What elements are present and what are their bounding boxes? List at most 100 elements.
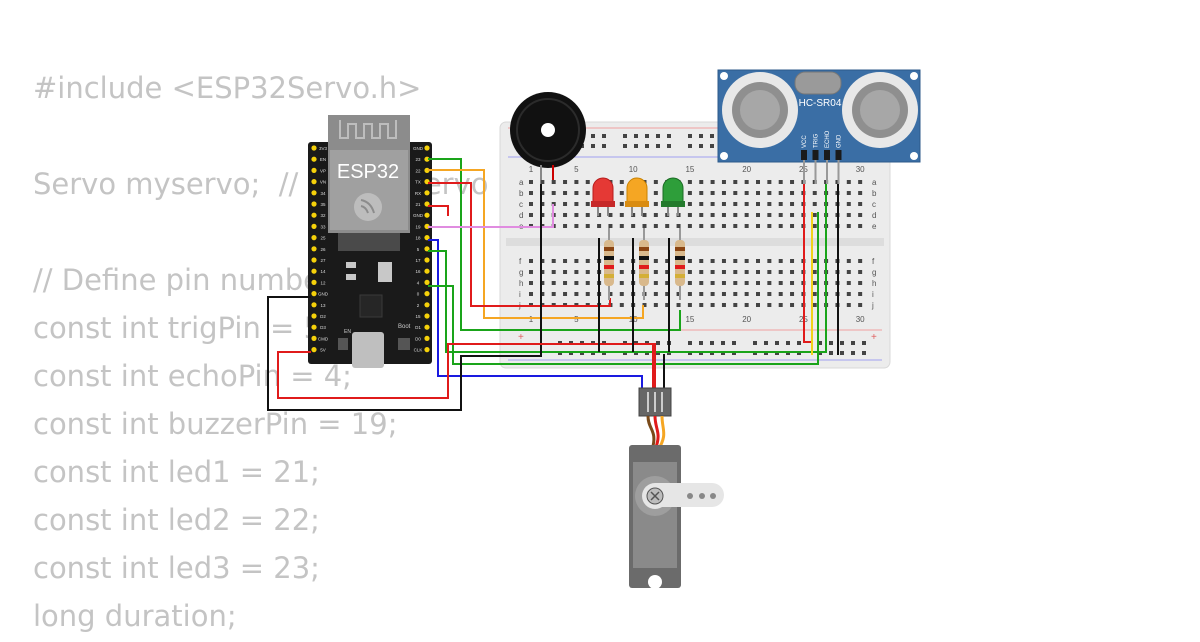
breadboard-hole[interactable]: [767, 281, 772, 285]
breadboard-hole[interactable]: [756, 292, 760, 296]
rail-hole[interactable]: [851, 341, 855, 345]
breadboard-hole[interactable]: [574, 202, 579, 206]
breadboard-hole[interactable]: [767, 224, 772, 228]
breadboard-hole[interactable]: [653, 259, 658, 263]
breadboard-hole[interactable]: [778, 213, 783, 217]
esp32-pin[interactable]: [424, 156, 430, 162]
esp32-pin[interactable]: [424, 235, 430, 241]
breadboard-hole[interactable]: [790, 270, 795, 274]
breadboard-hole[interactable]: [563, 180, 568, 184]
breadboard-hole[interactable]: [687, 303, 692, 307]
breadboard-hole[interactable]: [756, 270, 760, 274]
breadboard-hole[interactable]: [631, 213, 636, 217]
breadboard-hole[interactable]: [540, 281, 545, 285]
breadboard-hole[interactable]: [619, 270, 624, 274]
esp32-pin[interactable]: [311, 145, 317, 151]
breadboard-hole[interactable]: [733, 259, 738, 263]
breadboard-hole[interactable]: [744, 202, 749, 206]
breadboard-hole[interactable]: [721, 303, 726, 307]
breadboard-hole[interactable]: [631, 224, 636, 228]
breadboard-hole[interactable]: [756, 224, 760, 228]
breadboard-hole[interactable]: [756, 303, 760, 307]
esp32-pin[interactable]: [311, 201, 317, 207]
esp32-pin[interactable]: [311, 246, 317, 252]
breadboard-hole[interactable]: [721, 292, 726, 296]
breadboard-hole[interactable]: [699, 191, 704, 195]
rail-hole[interactable]: [699, 134, 703, 138]
breadboard-hole[interactable]: [540, 213, 545, 217]
breadboard-hole[interactable]: [619, 202, 624, 206]
esp32-pin[interactable]: [424, 279, 430, 285]
breadboard-hole[interactable]: [767, 259, 772, 263]
rail-hole[interactable]: [840, 341, 844, 345]
esp32-pin[interactable]: [311, 235, 317, 241]
breadboard-hole[interactable]: [767, 292, 772, 296]
breadboard-hole[interactable]: [756, 202, 760, 206]
breadboard-hole[interactable]: [699, 224, 704, 228]
rail-hole[interactable]: [623, 144, 627, 148]
breadboard-hole[interactable]: [846, 224, 851, 228]
breadboard-hole[interactable]: [665, 292, 670, 296]
breadboard-hole[interactable]: [846, 191, 851, 195]
sensor-pin[interactable]: [812, 150, 819, 160]
breadboard-hole[interactable]: [733, 270, 738, 274]
breadboard-hole[interactable]: [551, 281, 556, 285]
led-red[interactable]: [591, 177, 615, 216]
breadboard-hole[interactable]: [733, 292, 738, 296]
breadboard-hole[interactable]: [597, 224, 602, 228]
breadboard-hole[interactable]: [790, 180, 795, 184]
breadboard-hole[interactable]: [767, 303, 772, 307]
breadboard-hole[interactable]: [767, 191, 772, 195]
breadboard-hole[interactable]: [676, 292, 681, 296]
wire-black[interactable]: [267, 184, 542, 411]
resistor[interactable]: [639, 228, 649, 300]
breadboard-hole[interactable]: [687, 180, 692, 184]
esp32-pin[interactable]: [424, 257, 430, 263]
breadboard-hole[interactable]: [665, 303, 670, 307]
wire-green[interactable]: [428, 184, 827, 353]
sensor-pin[interactable]: [824, 150, 830, 160]
breadboard-hole[interactable]: [710, 270, 715, 274]
rail-hole[interactable]: [656, 144, 660, 148]
rail-hole[interactable]: [623, 134, 627, 138]
breadboard-hole[interactable]: [733, 213, 738, 217]
breadboard-hole[interactable]: [653, 292, 658, 296]
rail-hole[interactable]: [688, 144, 692, 148]
breadboard-hole[interactable]: [744, 191, 749, 195]
breadboard-hole[interactable]: [733, 191, 738, 195]
breadboard-hole[interactable]: [812, 191, 817, 195]
breadboard-hole[interactable]: [812, 259, 817, 263]
wire-green[interactable]: [428, 212, 819, 365]
rail-hole[interactable]: [591, 134, 595, 138]
rail-hole[interactable]: [645, 134, 649, 138]
rail-hole[interactable]: [667, 134, 671, 138]
breadboard-hole[interactable]: [653, 270, 658, 274]
breadboard-hole[interactable]: [585, 292, 590, 296]
breadboard-hole[interactable]: [790, 292, 795, 296]
breadboard-hole[interactable]: [653, 224, 658, 228]
breadboard-hole[interactable]: [585, 259, 590, 263]
rail-hole[interactable]: [851, 351, 855, 355]
breadboard-hole[interactable]: [846, 303, 851, 307]
breadboard-hole[interactable]: [699, 202, 704, 206]
rail-hole[interactable]: [688, 134, 692, 138]
boot-button[interactable]: [398, 338, 410, 350]
breadboard-hole[interactable]: [619, 191, 624, 195]
breadboard-hole[interactable]: [812, 202, 817, 206]
breadboard-hole[interactable]: [687, 191, 692, 195]
breadboard-hole[interactable]: [858, 259, 863, 263]
rail-hole[interactable]: [840, 351, 844, 355]
rail-hole[interactable]: [656, 134, 660, 138]
wire-orange[interactable]: [428, 169, 644, 319]
breadboard-hole[interactable]: [778, 292, 783, 296]
breadboard-hole[interactable]: [574, 259, 579, 263]
breadboard-hole[interactable]: [585, 191, 590, 195]
breadboard-hole[interactable]: [642, 224, 647, 228]
breadboard-hole[interactable]: [846, 180, 851, 184]
breadboard-hole[interactable]: [790, 259, 795, 263]
rail-hole[interactable]: [710, 341, 714, 345]
esp32-pin[interactable]: [311, 347, 317, 353]
breadboard-hole[interactable]: [551, 292, 556, 296]
breadboard-hole[interactable]: [597, 213, 602, 217]
